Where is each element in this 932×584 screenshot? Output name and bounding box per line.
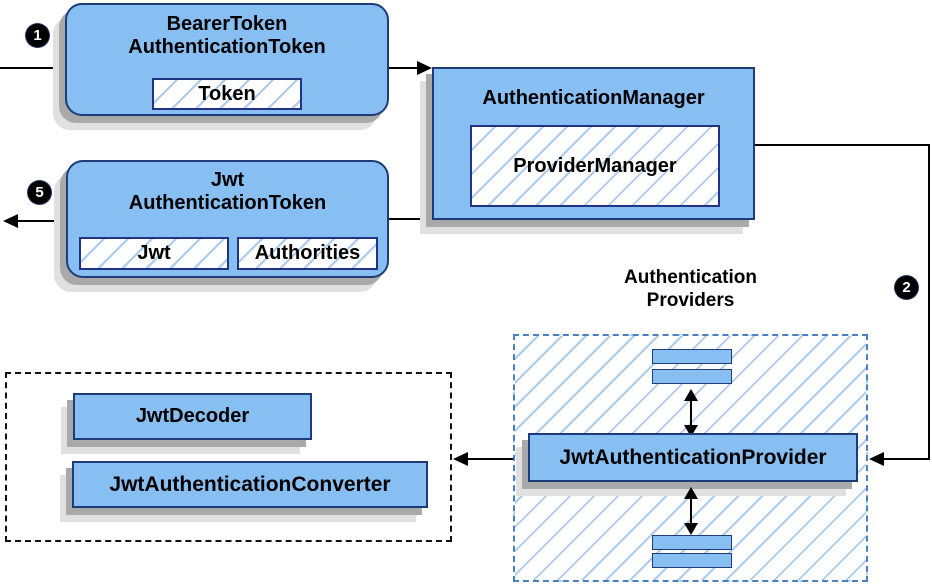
authentication-providers-label-line1: Authentication [624,267,757,288]
jwt-authentication-converter-label: JwtAuthenticationConverter [109,472,391,496]
jwt-token-title: Jwt AuthenticationToken [68,169,387,215]
step-2-badge: 2 [895,276,918,299]
step-5-number: 5 [35,184,44,201]
jwt-token-title-line1: Jwt [210,169,245,191]
step-2-number: 2 [902,279,911,296]
provider-manager-label: ProviderManager [513,154,677,177]
arrowhead-into-jwt-authentication-provider [869,452,884,466]
double-arrow-bottom-down [684,523,698,535]
arrowhead-outgoing-result [3,214,18,228]
incoming-request-line [0,67,66,69]
jwt-authentication-converter-node: JwtAuthenticationConverter [72,461,428,508]
provider-slot-top-2 [652,369,732,384]
jwt-authentication-token-node: Jwt AuthenticationToken Jwt Authorities [66,160,389,278]
double-arrow-bottom-line [690,496,692,526]
manager-to-provider-line-top [755,144,930,146]
authentication-manager-node: AuthenticationManager ProviderManager [432,67,755,220]
jwt-decoder-label: JwtDecoder [135,405,250,427]
authorities-field: Authorities [237,237,378,270]
authentication-providers-label: Authentication Providers [513,266,868,312]
manager-to-provider-line-bottom [883,458,930,460]
jwt-authentication-provider-label: JwtAuthenticationProvider [559,445,827,469]
step-1-number: 1 [33,27,42,44]
bearer-token-title-line2: AuthenticationToken [128,36,326,58]
token-field-label: Token [198,82,256,105]
double-arrow-bottom-up [684,487,698,499]
bearer-to-manager-line [389,67,419,69]
jwt-field: Jwt [79,237,229,270]
step-5-badge: 5 [28,181,51,204]
token-field: Token [152,78,302,110]
authentication-manager-title: AuthenticationManager [482,87,705,109]
provider-slot-bottom-2 [652,553,732,568]
decoder-converter-group: JwtDecoder JwtAuthenticationConverter [5,372,452,542]
manager-to-provider-line-vertical [928,144,930,460]
provider-slot-bottom-1 [652,535,732,550]
provider-manager-box: ProviderManager [470,125,720,207]
jwt-decoder-node: JwtDecoder [73,393,312,440]
bearer-token-title: BearerToken AuthenticationToken [67,13,387,59]
bearer-token-authentication-token-node: BearerToken AuthenticationToken Token [65,3,389,116]
manager-to-jwt-token-line [389,218,432,220]
jwt-authentication-provider-node: JwtAuthenticationProvider [528,433,858,482]
authorities-field-label: Authorities [254,242,361,264]
step-1-badge: 1 [26,24,49,47]
authentication-providers-label-line2: Providers [646,290,735,311]
arrowhead-into-decoder-group [453,452,468,466]
authentication-providers-group: JwtAuthenticationProvider [513,334,868,582]
jwt-token-title-line2: AuthenticationToken [128,192,327,214]
outgoing-result-line [17,220,66,222]
double-arrow-top-up [684,389,698,401]
provider-to-decoder-line [467,458,528,460]
bearer-token-title-line1: BearerToken [166,13,288,35]
provider-slot-top-1 [652,349,732,364]
arrowhead-into-authentication-manager [417,61,432,75]
jwt-field-label: Jwt [137,242,171,264]
double-arrow-top-line [690,398,692,428]
